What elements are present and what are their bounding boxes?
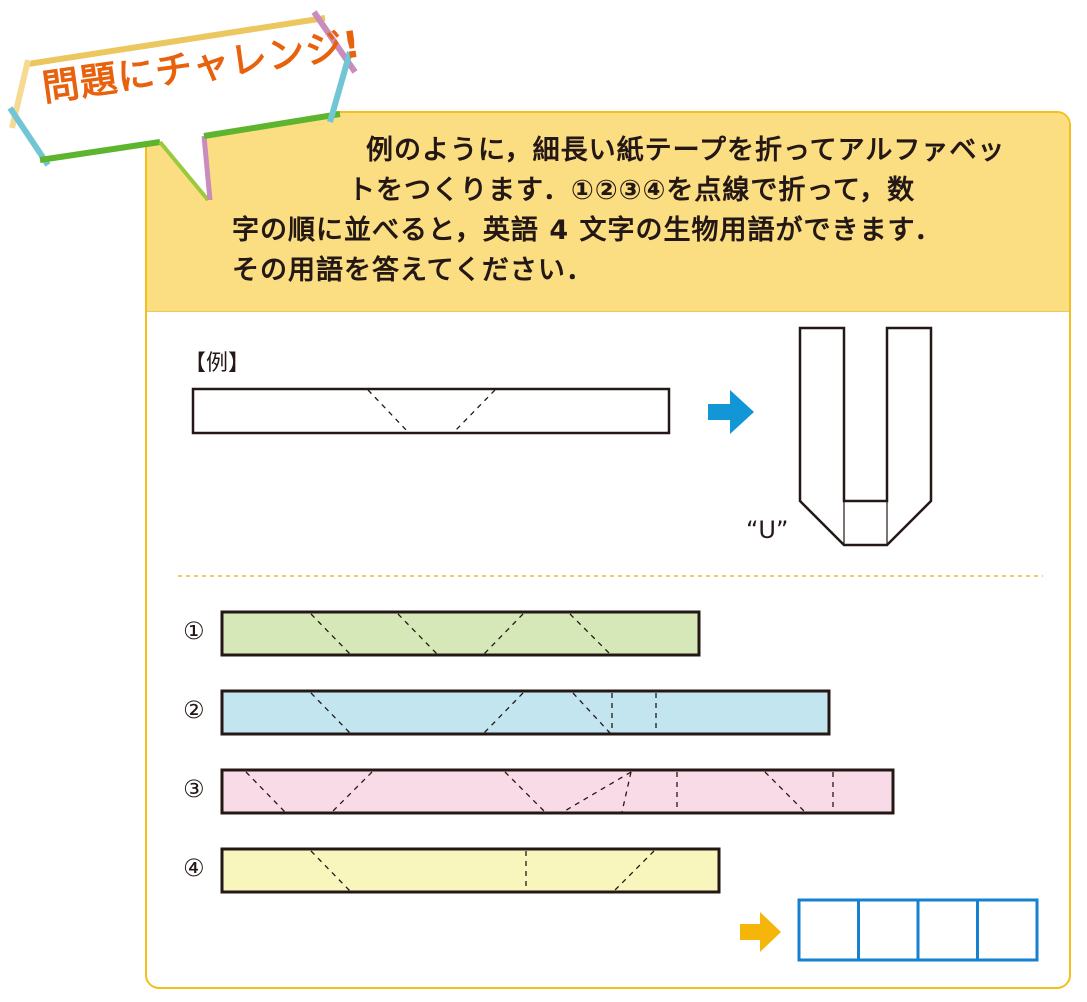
answer-box-2[interactable]: [857, 898, 920, 962]
strip-3-label: ③: [183, 775, 205, 803]
question-line-3: 字の順に並べると，英語 4 文字の生物用語ができます．: [232, 215, 943, 246]
strip-3: [220, 768, 895, 815]
strip-1-label: ①: [183, 617, 205, 645]
strip-fold-lines: [245, 613, 834, 892]
answer-box-1[interactable]: [797, 898, 860, 962]
question-line-2: トをつくります．①②③④を点線で折って，数: [348, 175, 916, 206]
question-panel: [145, 111, 1071, 989]
strip-4: [220, 847, 721, 894]
answer-box-3[interactable]: [916, 898, 979, 962]
speech-bubble: [7, 10, 358, 202]
question-header: [147, 113, 1069, 312]
answer-box-4[interactable]: [976, 898, 1039, 962]
example-result-label: “U”: [746, 516, 789, 544]
arrow-right-icon: [740, 912, 781, 952]
letter-u-shape: [798, 326, 933, 547]
example-label: 【例】: [184, 351, 251, 376]
arrow-right-icon: [708, 390, 754, 434]
strip-2-label: ②: [183, 696, 205, 724]
question-line-4: その用語を答えてください．: [232, 255, 594, 286]
strip-1: [220, 610, 701, 657]
answer-boxes: [797, 898, 1039, 962]
example-strip: [191, 387, 671, 435]
strip-4-label: ④: [183, 854, 205, 882]
question-line-1: 例のように，細長い紙テープを折ってアルファベッ: [366, 135, 1006, 166]
strip-2: [220, 689, 831, 736]
